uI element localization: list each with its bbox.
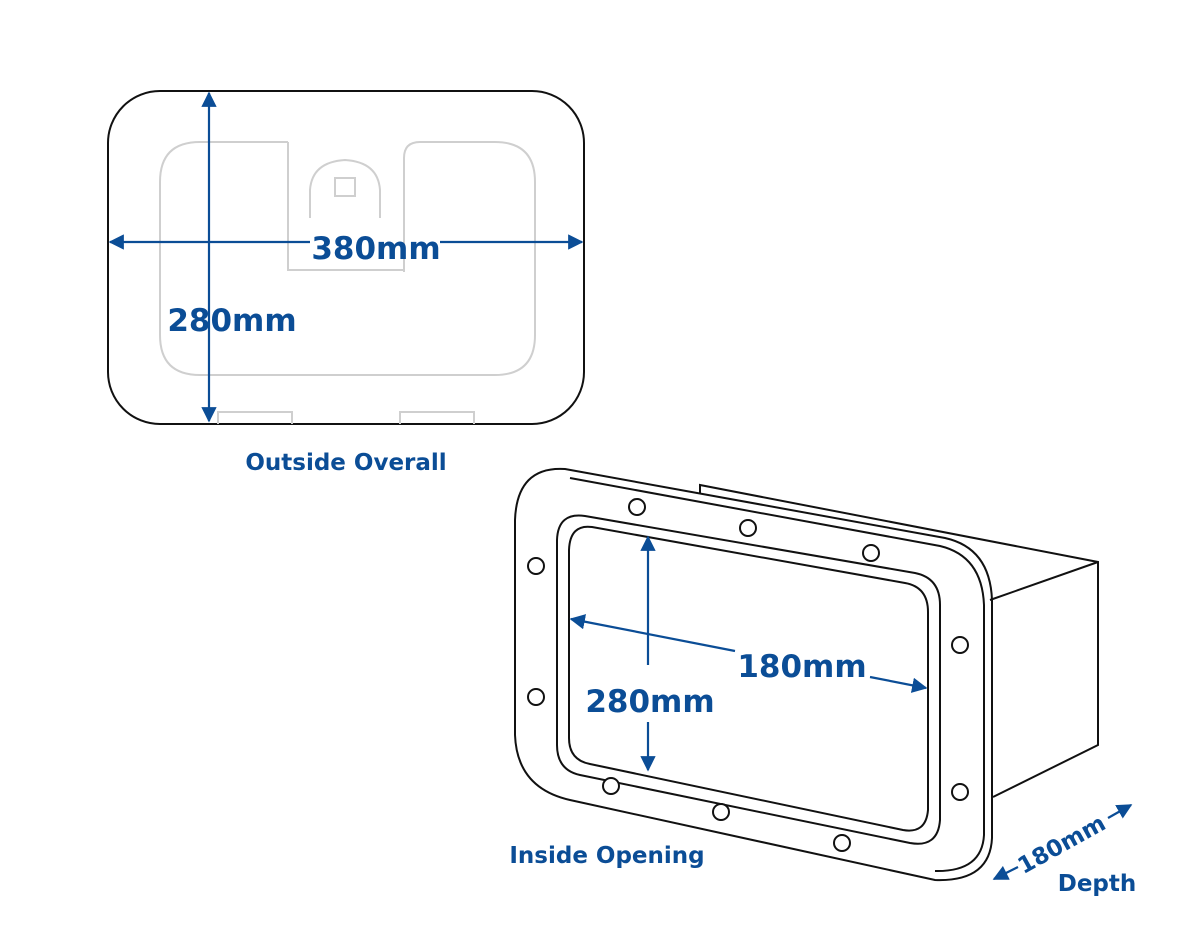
depth-value-label: 180mm xyxy=(1014,810,1111,879)
bolt xyxy=(739,519,757,537)
inside-width-arrow-left xyxy=(569,614,736,653)
box-edge xyxy=(989,561,1099,601)
outside-width-label: 380mm xyxy=(311,231,440,267)
bolt xyxy=(712,803,730,821)
opening-frame xyxy=(556,514,941,845)
inside-caption: Inside Opening xyxy=(509,843,704,869)
depth-arrow-right xyxy=(1107,804,1133,819)
bolt xyxy=(527,557,545,575)
hatch-outline xyxy=(107,90,585,425)
flange-lip xyxy=(569,477,985,873)
depth-caption: Depth xyxy=(1058,871,1137,897)
bolt xyxy=(951,636,969,654)
inside-width-label: 180mm xyxy=(737,649,866,685)
bolt xyxy=(862,544,880,562)
bolts xyxy=(527,498,969,852)
perspective-view: 180mm 280mm Inside Opening 180mm Depth xyxy=(509,467,1137,897)
inside-width-arrow-right xyxy=(869,675,928,693)
bolt xyxy=(628,498,646,516)
flange-outer xyxy=(514,467,993,882)
outside-height-label: 280mm xyxy=(167,303,296,339)
depth-arrow-left xyxy=(992,865,1019,880)
bolt xyxy=(833,834,851,852)
bolt xyxy=(527,688,545,706)
outside-caption: Outside Overall xyxy=(245,450,446,476)
bolt xyxy=(602,777,620,795)
hinge-ghost xyxy=(217,411,475,424)
box-body xyxy=(699,483,1099,798)
bolt xyxy=(951,783,969,801)
latch-ghost-icon xyxy=(309,158,381,218)
inside-height-label: 280mm xyxy=(585,684,714,720)
outside-view: 380mm 280mm Outside Overall xyxy=(107,90,585,476)
opening-inner xyxy=(568,525,929,832)
lid-ghost-outline xyxy=(159,141,536,376)
